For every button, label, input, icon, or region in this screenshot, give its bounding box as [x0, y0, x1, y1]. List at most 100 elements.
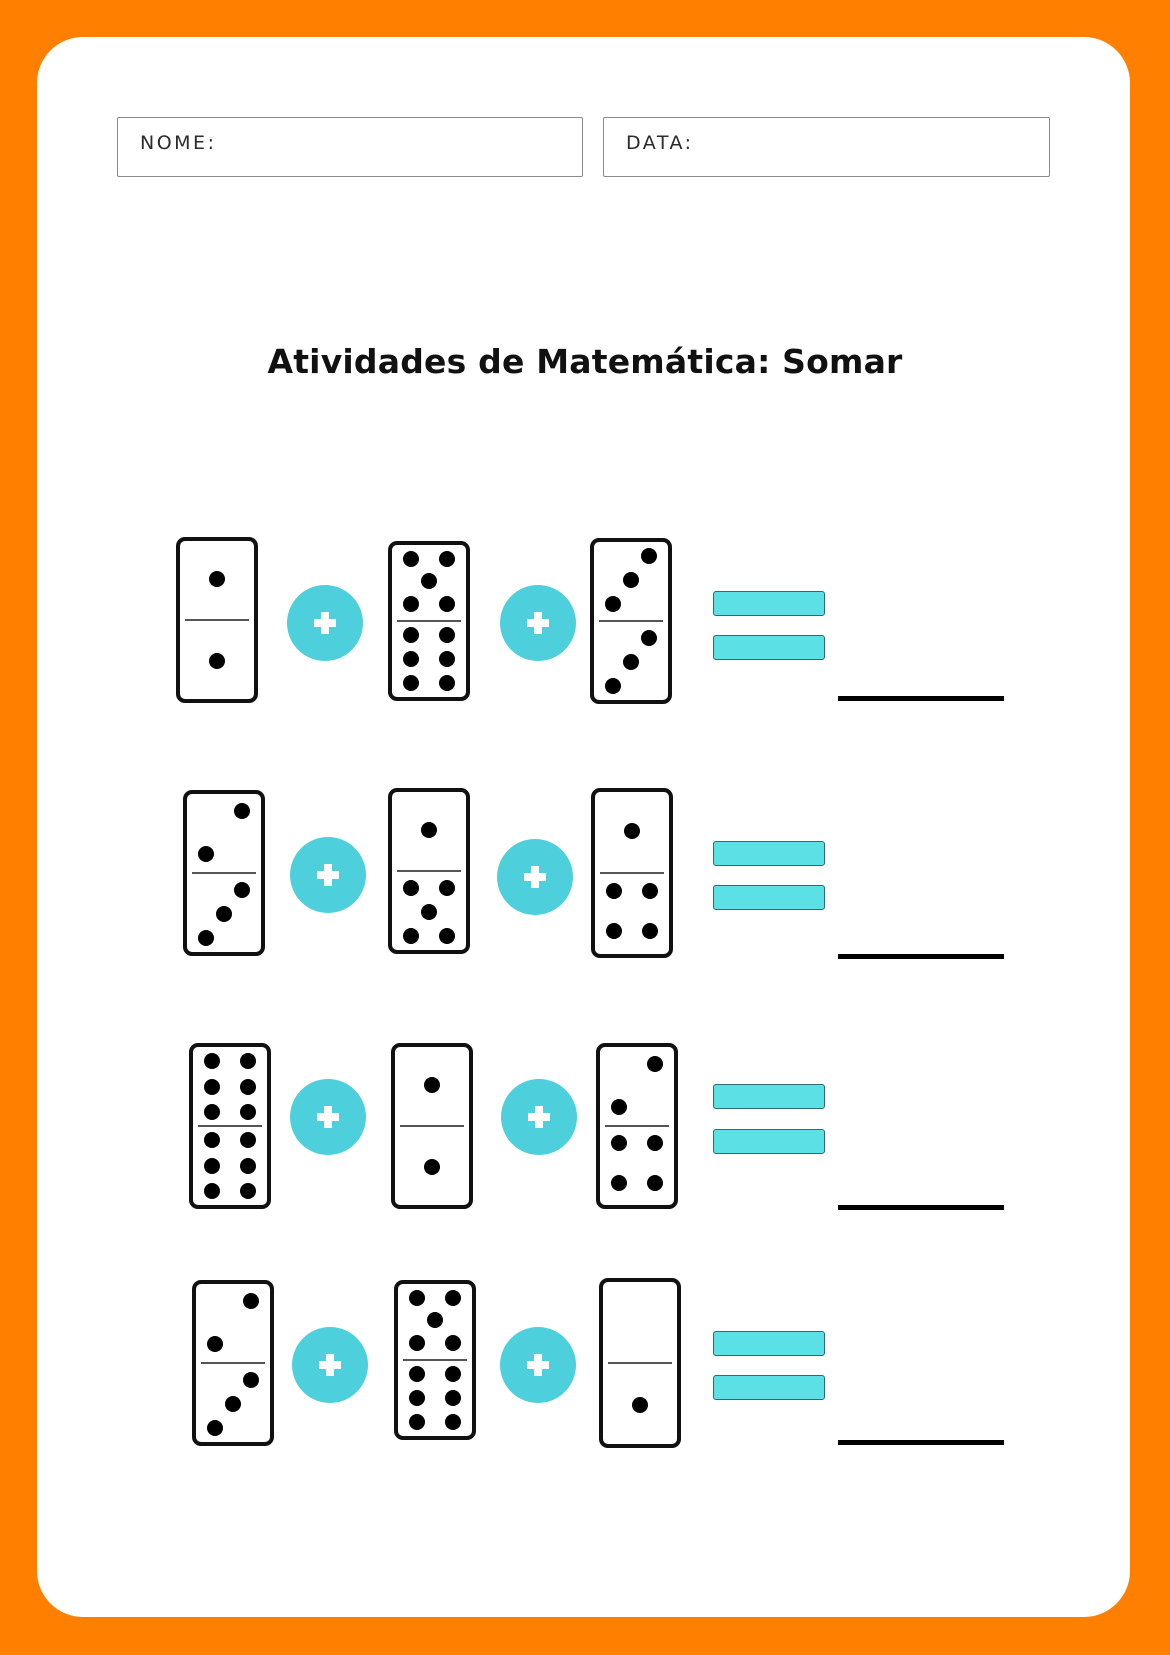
pip-dot	[421, 821, 437, 838]
domino-3	[591, 788, 673, 958]
domino-1	[183, 790, 265, 956]
pip-dot	[198, 929, 215, 946]
pip-dot	[421, 904, 437, 921]
pip-dot	[209, 653, 225, 670]
domino-half-top	[594, 542, 668, 621]
domino-half-top	[196, 1284, 270, 1363]
domino-half-top	[392, 792, 466, 871]
equals-icon-top-bar	[713, 841, 825, 866]
pip-dot	[646, 1056, 663, 1073]
domino-3	[590, 538, 672, 704]
pip-dot	[438, 880, 455, 897]
pip-dot	[409, 1390, 426, 1406]
answer-blank[interactable]	[838, 954, 1004, 959]
domino-half-top	[595, 792, 669, 873]
pip-dot	[204, 1157, 221, 1174]
domino-divider	[403, 1359, 467, 1361]
pip-dot	[239, 1053, 256, 1070]
domino-half-bottom	[594, 621, 668, 700]
name-label: NOME:	[140, 132, 217, 154]
pip-dot	[403, 675, 420, 692]
page-title: Atividades de Matemática: Somar	[267, 342, 903, 381]
pip-dot	[239, 1103, 256, 1120]
pip-dot	[204, 1078, 221, 1095]
pip-dot	[424, 1076, 440, 1093]
domino-half-bottom	[196, 1363, 270, 1442]
pip-dot	[424, 1159, 440, 1176]
equals-icon-bottom-bar	[713, 1129, 825, 1154]
domino-half-top	[180, 541, 254, 620]
equals-icon-top-bar	[713, 591, 825, 616]
pip-dot	[605, 595, 622, 612]
pip-dot	[409, 1414, 426, 1431]
pip-dot	[239, 1182, 256, 1199]
exercise-row-2	[0, 785, 1170, 965]
domino-divider	[397, 620, 461, 622]
pip-dot	[204, 1053, 221, 1070]
exercise-row-4	[0, 1275, 1170, 1455]
equals-icon-bottom-bar	[713, 635, 825, 660]
pip-dot	[409, 1289, 426, 1306]
pip-dot	[204, 1103, 221, 1120]
pip-dot	[438, 596, 455, 613]
pip-dot	[438, 626, 455, 643]
answer-blank[interactable]	[838, 1440, 1004, 1445]
domino-divider	[400, 1125, 464, 1127]
pip-dot	[641, 923, 658, 940]
answer-blank[interactable]	[838, 696, 1004, 701]
domino-3	[599, 1278, 681, 1448]
domino-1	[192, 1280, 274, 1446]
pip-dot	[605, 677, 622, 694]
domino-half-top	[600, 1047, 674, 1126]
pip-dot	[606, 923, 623, 940]
domino-2	[388, 788, 470, 954]
pip-dot	[225, 1396, 241, 1413]
answer-blank[interactable]	[838, 1205, 1004, 1210]
equals-icon-top-bar	[713, 1331, 825, 1356]
pip-dot	[242, 1293, 259, 1310]
pip-dot	[646, 1174, 663, 1191]
pip-dot	[438, 651, 455, 667]
pip-dot	[403, 626, 420, 643]
domino-divider	[192, 872, 256, 874]
pip-dot	[611, 1174, 628, 1191]
pip-dot	[444, 1289, 461, 1306]
pip-dot	[632, 1397, 648, 1414]
plus-icon	[500, 1327, 576, 1403]
pip-dot	[207, 1336, 224, 1353]
pip-dot	[611, 1099, 628, 1116]
domino-divider	[198, 1125, 262, 1127]
domino-2	[388, 541, 470, 701]
domino-2	[394, 1280, 476, 1440]
domino-divider	[608, 1362, 672, 1364]
domino-half-bottom	[603, 1363, 677, 1444]
pip-dot	[611, 1135, 628, 1152]
equals-icon-bottom-bar	[713, 885, 825, 910]
pip-dot	[403, 927, 420, 944]
pip-dot	[438, 927, 455, 944]
equals-icon-bottom-bar	[713, 1375, 825, 1400]
pip-dot	[233, 882, 250, 899]
date-label: DATA:	[626, 132, 694, 154]
domino-3	[596, 1043, 678, 1209]
domino-half-bottom	[395, 1126, 469, 1205]
pip-dot	[207, 1419, 224, 1436]
date-field[interactable]: DATA:	[603, 117, 1050, 177]
pip-dot	[409, 1365, 426, 1382]
pip-dot	[640, 630, 657, 647]
plus-icon	[501, 1079, 577, 1155]
name-field[interactable]: NOME:	[117, 117, 583, 177]
pip-dot	[403, 550, 420, 567]
pip-dot	[444, 1365, 461, 1382]
pip-dot	[403, 880, 420, 897]
domino-half-bottom	[193, 1126, 267, 1205]
domino-half-bottom	[392, 871, 466, 950]
pip-dot	[198, 846, 215, 863]
pip-dot	[403, 596, 420, 613]
domino-2	[391, 1043, 473, 1209]
pip-dot	[444, 1414, 461, 1431]
pip-dot	[624, 822, 640, 839]
pip-dot	[209, 570, 225, 587]
exercise-row-3	[0, 1040, 1170, 1220]
plus-icon	[497, 839, 573, 915]
